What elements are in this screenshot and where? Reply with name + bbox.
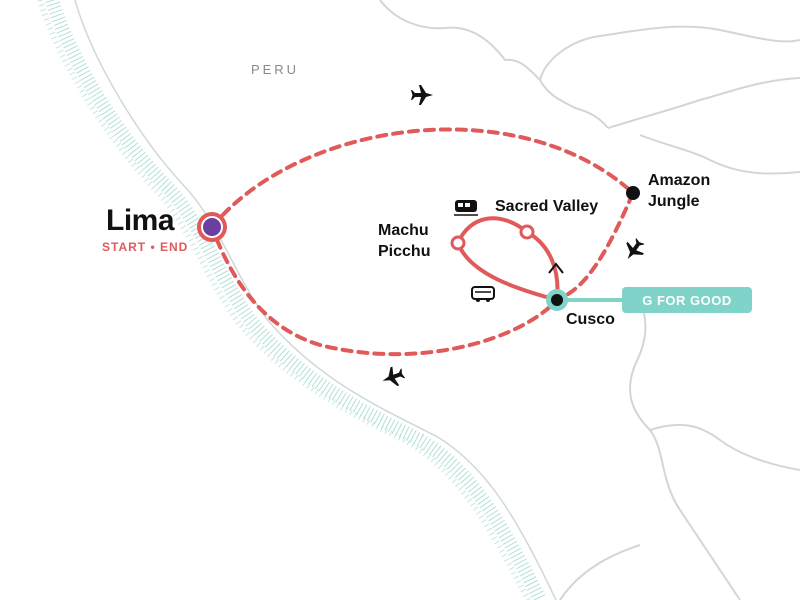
sacred-valley-marker[interactable]	[519, 224, 535, 240]
coastline	[37, 0, 557, 600]
plane-icon	[411, 85, 433, 105]
amazon-jungle-label[interactable]: Amazon Jungle	[648, 170, 710, 212]
country-label: PERU	[250, 62, 300, 77]
amazon-label-line2: Jungle	[648, 193, 700, 210]
amazon-marker[interactable]	[626, 186, 640, 200]
bus-icon	[471, 286, 495, 302]
machu-picchu-label-line2: Picchu	[378, 243, 431, 260]
country-borders	[379, 0, 800, 600]
cusco-marker[interactable]	[546, 289, 568, 311]
machu-picchu-marker[interactable]	[450, 235, 466, 251]
g-for-good-badge[interactable]: G FOR GOOD	[622, 287, 752, 313]
land-route	[455, 216, 560, 303]
lima-marker[interactable]	[197, 212, 227, 242]
start-end-label: START • END	[102, 240, 189, 254]
train-icon	[454, 200, 478, 216]
plane-icon	[626, 238, 645, 260]
machu-picchu-label[interactable]: Machu Picchu	[378, 220, 430, 262]
sacred-valley-label[interactable]: Sacred Valley	[495, 198, 599, 215]
plane-icon	[382, 366, 406, 387]
hike-icon	[548, 262, 564, 274]
machu-picchu-label-line1: Machu	[378, 222, 429, 239]
cusco-label[interactable]: Cusco	[566, 311, 615, 328]
amazon-label-line1: Amazon	[648, 172, 711, 189]
lima-label[interactable]: Lima	[106, 204, 175, 237]
